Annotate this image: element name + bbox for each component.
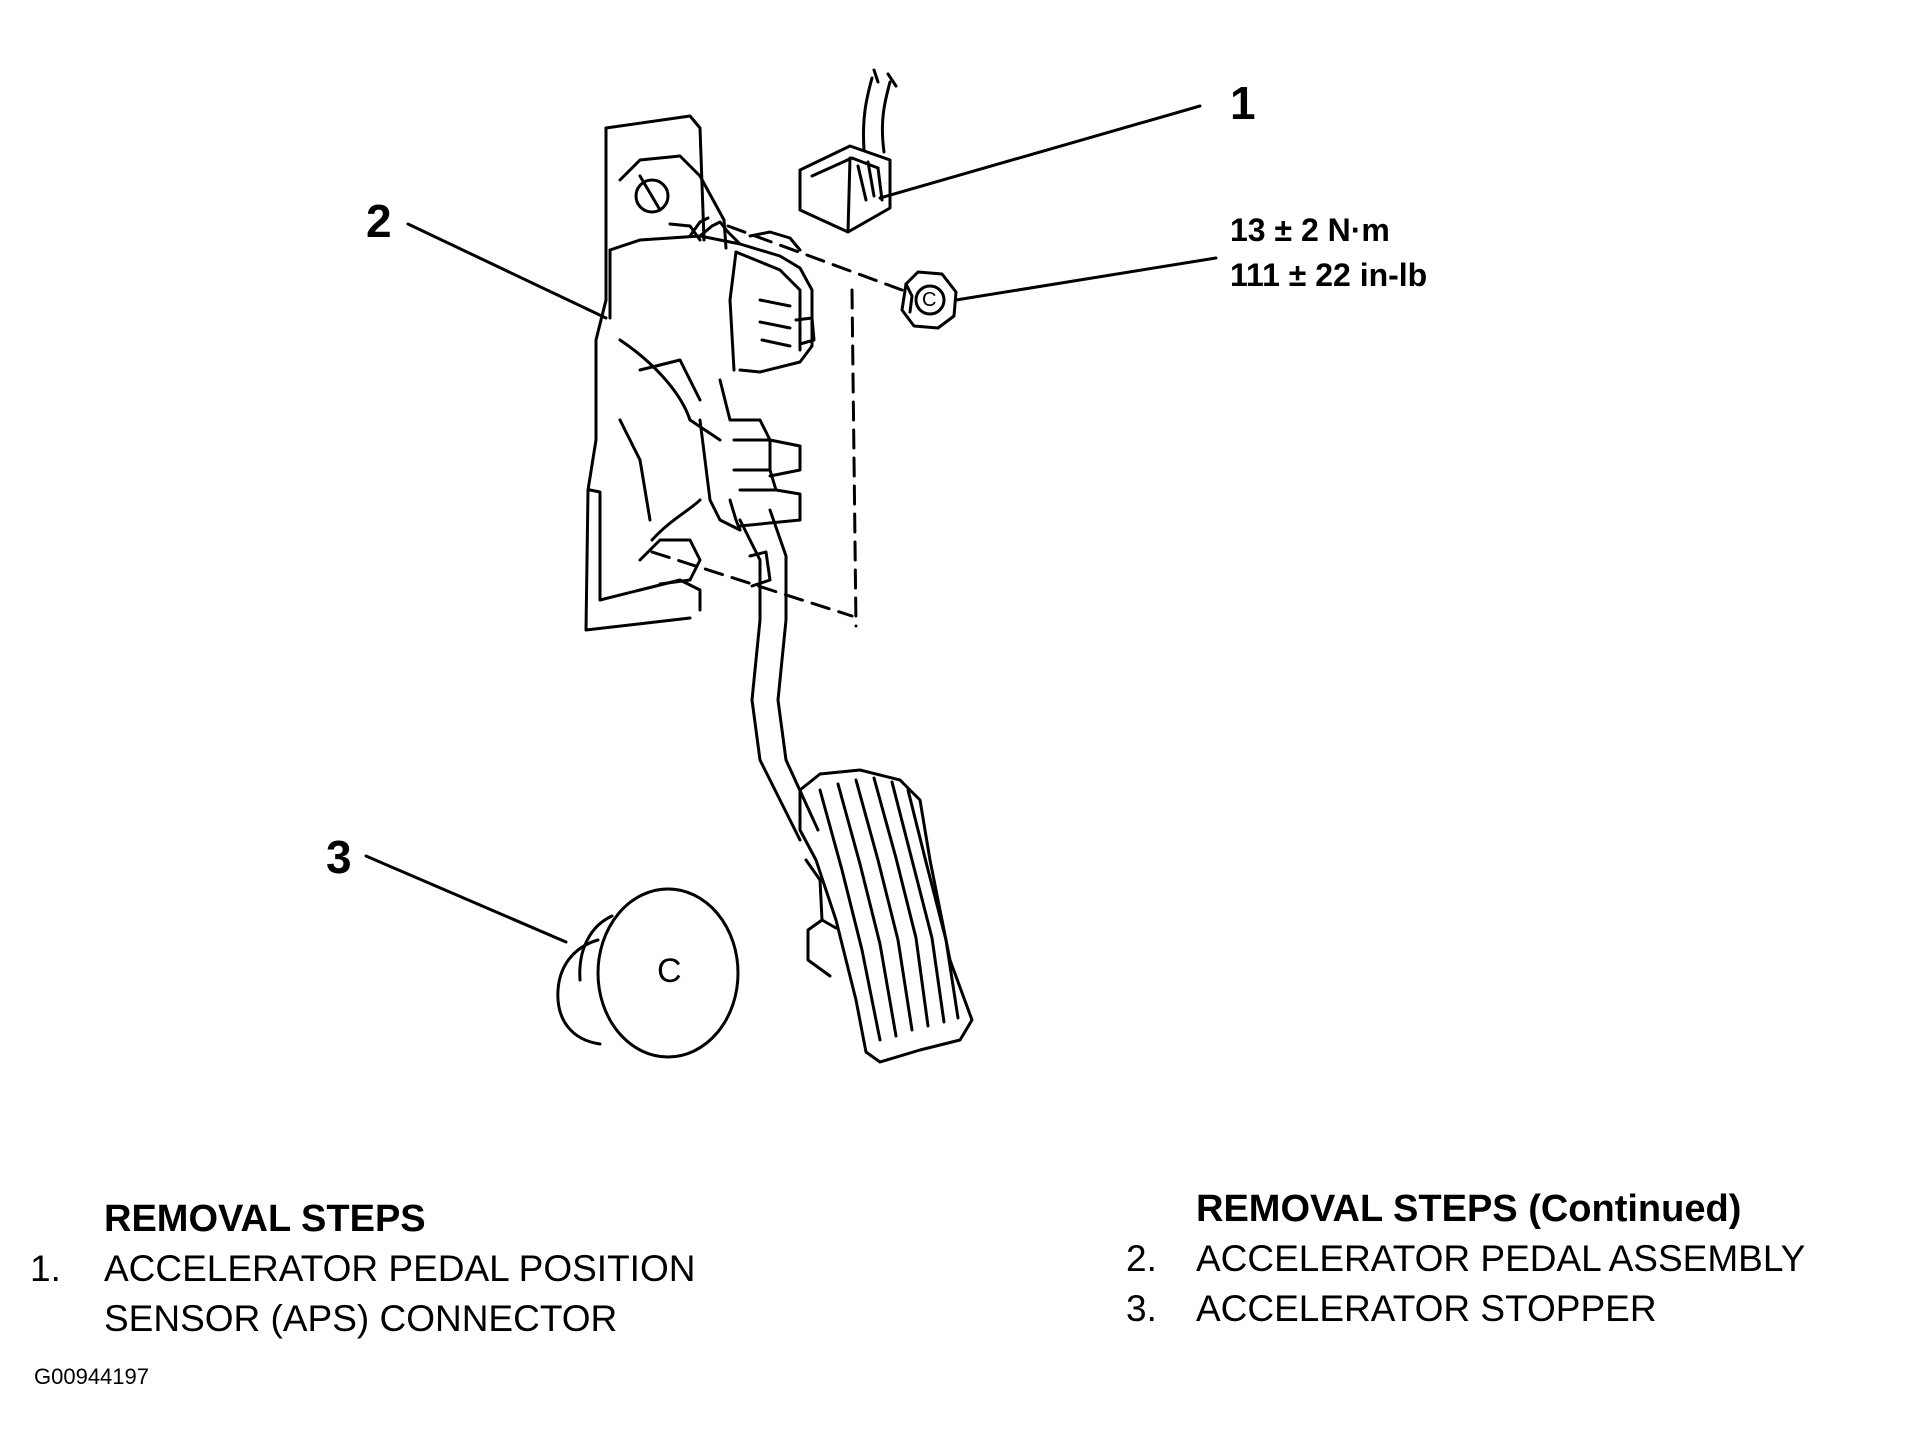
stopper-mark: C (657, 952, 682, 990)
accelerator-stopper (556, 887, 740, 1059)
removal-step-2: 2. ACCELERATOR PEDAL ASSEMBLY (1126, 1234, 1896, 1286)
torque-imperial: 111 ± 22 in-lb (1230, 256, 1428, 293)
aps-connector (798, 68, 898, 234)
leader-line-1 (878, 104, 1202, 200)
callout-1: 1 (1230, 77, 1256, 129)
nut-mark: C (922, 289, 937, 311)
step-text-line-1: ACCELERATOR PEDAL POSITION (104, 1248, 696, 1289)
removal-steps-continued-title: REMOVAL STEPS (Continued) (1196, 1188, 1742, 1230)
step-number: 2. (1126, 1238, 1157, 1279)
leader-line-torque (954, 256, 1218, 302)
step-text-line-2: SENSOR (APS) CONNECTOR (104, 1298, 618, 1339)
step-text: ACCELERATOR STOPPER (1196, 1288, 1657, 1329)
step-number: 3. (1126, 1288, 1157, 1329)
callout-3: 3 (326, 831, 352, 883)
callout-2: 2 (366, 195, 392, 247)
pedal-assembly (584, 114, 974, 1064)
leader-line-2 (406, 222, 608, 320)
removal-step-3: 3. ACCELERATOR STOPPER (1126, 1284, 1896, 1336)
step-number: 1. (30, 1248, 61, 1289)
removal-step-1: 1. ACCELERATOR PEDAL POSITION SENSOR (AP… (30, 1244, 770, 1354)
torque-spec: 13 ± 2 N·m 111 ± 22 in-lb (1230, 208, 1427, 298)
torque-metric: 13 ± 2 N·m (1230, 212, 1390, 248)
leader-line-3 (364, 854, 568, 944)
figure-id: G00944197 (34, 1364, 149, 1389)
step-text: ACCELERATOR PEDAL ASSEMBLY (1196, 1238, 1806, 1279)
mounting-nut (900, 270, 958, 330)
removal-steps-title: REMOVAL STEPS (104, 1198, 426, 1240)
